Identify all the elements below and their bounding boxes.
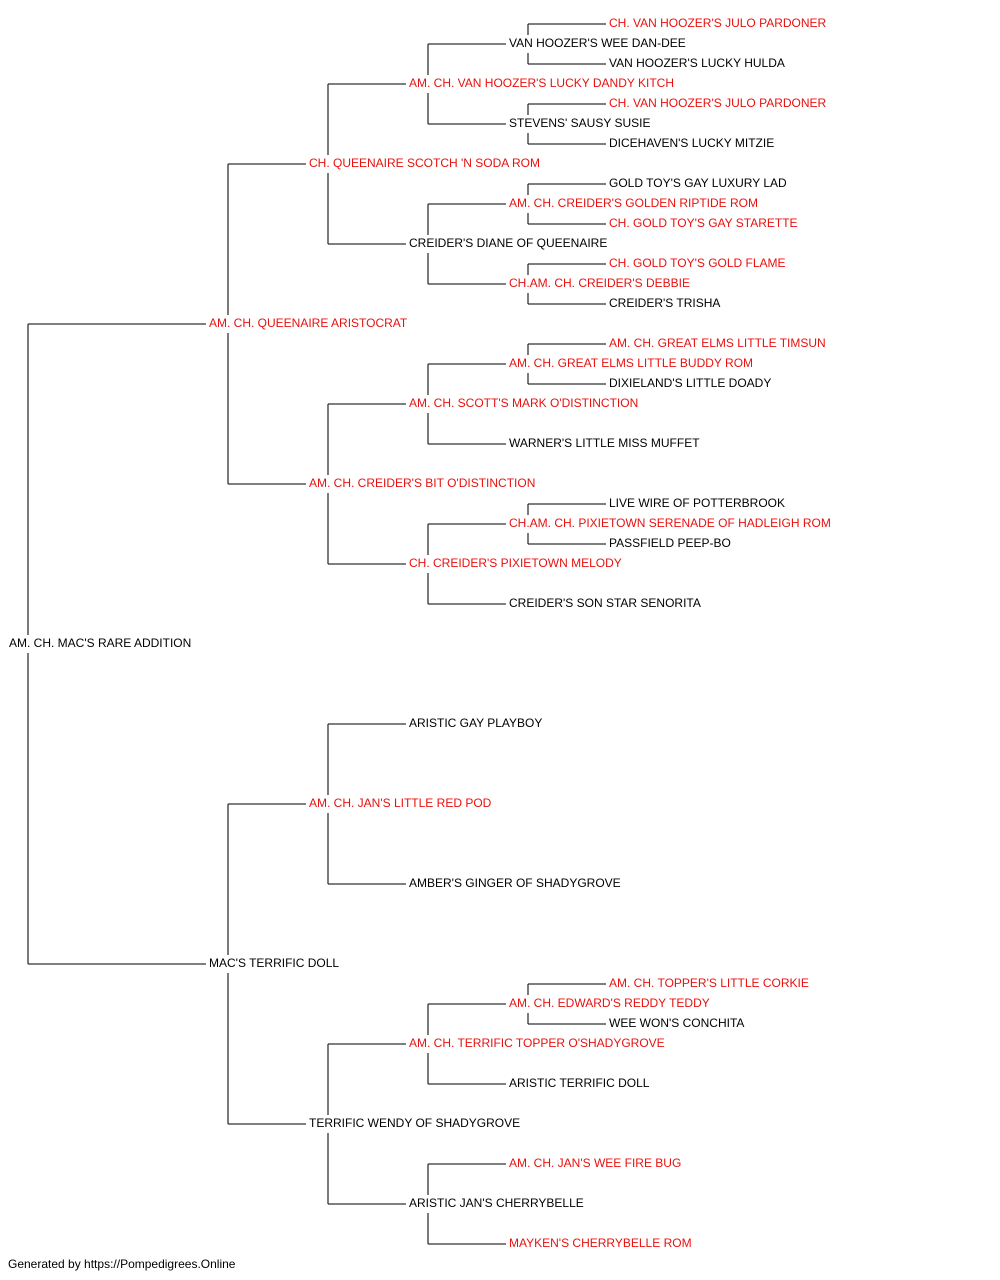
ancestor-gen5: DICEHAVEN'S LUCKY MITZIE bbox=[608, 136, 776, 150]
ancestor-gen3: AM. CH. VAN HOOZER'S LUCKY DANDY KITCH bbox=[408, 76, 676, 90]
ancestor-gen1: AM. CH. QUEENAIRE ARISTOCRAT bbox=[208, 316, 409, 330]
ancestor-gen4: CREIDER'S SON STAR SENORITA bbox=[508, 596, 702, 610]
ancestor-gen3: ARISTIC JAN'S CHERRYBELLE bbox=[408, 1196, 585, 1210]
ancestor-gen5: CH. VAN HOOZER'S JULO PARDONER bbox=[608, 96, 828, 110]
ancestor-gen5: LIVE WIRE OF POTTERBROOK bbox=[608, 496, 787, 510]
ancestor-gen4: WARNER'S LITTLE MISS MUFFET bbox=[508, 436, 701, 450]
ancestor-gen4: STEVENS' SAUSY SUSIE bbox=[508, 116, 652, 130]
ancestor-gen2: AM. CH. JAN'S LITTLE RED POD bbox=[308, 796, 493, 810]
ancestor-gen5: PASSFIELD PEEP-BO bbox=[608, 536, 732, 550]
ancestor-gen3: ARISTIC GAY PLAYBOY bbox=[408, 716, 544, 730]
ancestor-gen4: CH.AM. CH. CREIDER'S DEBBIE bbox=[508, 276, 691, 290]
ancestor-gen3: AMBER'S GINGER OF SHADYGROVE bbox=[408, 876, 622, 890]
ancestor-gen4: AM. CH. GREAT ELMS LITTLE BUDDY ROM bbox=[508, 356, 755, 370]
ancestor-gen2: TERRIFIC WENDY OF SHADYGROVE bbox=[308, 1116, 522, 1130]
ancestor-gen3: CH. CREIDER'S PIXIETOWN MELODY bbox=[408, 556, 623, 570]
footer-credit: Generated by https://Pompedigrees.Online bbox=[8, 1257, 236, 1271]
ancestor-gen5: CH. VAN HOOZER'S JULO PARDONER bbox=[608, 16, 828, 30]
ancestor-gen4: ARISTIC TERRIFIC DOLL bbox=[508, 1076, 651, 1090]
ancestor-gen4: CH.AM. CH. PIXIETOWN SERENADE OF HADLEIG… bbox=[508, 516, 832, 530]
ancestor-gen4: AM. CH. JAN'S WEE FIRE BUG bbox=[508, 1156, 683, 1170]
subject-dog: AM. CH. MAC'S RARE ADDITION bbox=[8, 636, 193, 650]
ancestor-gen3: CREIDER'S DIANE OF QUEENAIRE bbox=[408, 236, 609, 250]
ancestor-gen5: CH. GOLD TOY'S GOLD FLAME bbox=[608, 256, 787, 270]
ancestor-gen4: AM. CH. CREIDER'S GOLDEN RIPTIDE ROM bbox=[508, 196, 759, 210]
ancestor-gen3: AM. CH. SCOTT'S MARK O'DISTINCTION bbox=[408, 396, 640, 410]
ancestor-gen5: AM. CH. GREAT ELMS LITTLE TIMSUN bbox=[608, 336, 827, 350]
ancestor-gen3: AM. CH. TERRIFIC TOPPER O'SHADYGROVE bbox=[408, 1036, 666, 1050]
ancestor-gen4: MAYKEN'S CHERRYBELLE ROM bbox=[508, 1236, 693, 1250]
ancestor-gen5: GOLD TOY'S GAY LUXURY LAD bbox=[608, 176, 788, 190]
ancestor-gen2: AM. CH. CREIDER'S BIT O'DISTINCTION bbox=[308, 476, 537, 490]
ancestor-gen5: DIXIELAND'S LITTLE DOADY bbox=[608, 376, 773, 390]
ancestor-gen4: VAN HOOZER'S WEE DAN-DEE bbox=[508, 36, 687, 50]
ancestor-gen1: MAC'S TERRIFIC DOLL bbox=[208, 956, 341, 970]
ancestor-gen5: CREIDER'S TRISHA bbox=[608, 296, 722, 310]
ancestor-gen5: CH. GOLD TOY'S GAY STARETTE bbox=[608, 216, 799, 230]
ancestor-gen2: CH. QUEENAIRE SCOTCH 'N SODA ROM bbox=[308, 156, 541, 170]
ancestor-gen5: VAN HOOZER'S LUCKY HULDA bbox=[608, 56, 786, 70]
ancestor-gen5: AM. CH. TOPPER'S LITTLE CORKIE bbox=[608, 976, 810, 990]
ancestor-gen5: WEE WON'S CONCHITA bbox=[608, 1016, 746, 1030]
ancestor-gen4: AM. CH. EDWARD'S REDDY TEDDY bbox=[508, 996, 711, 1010]
